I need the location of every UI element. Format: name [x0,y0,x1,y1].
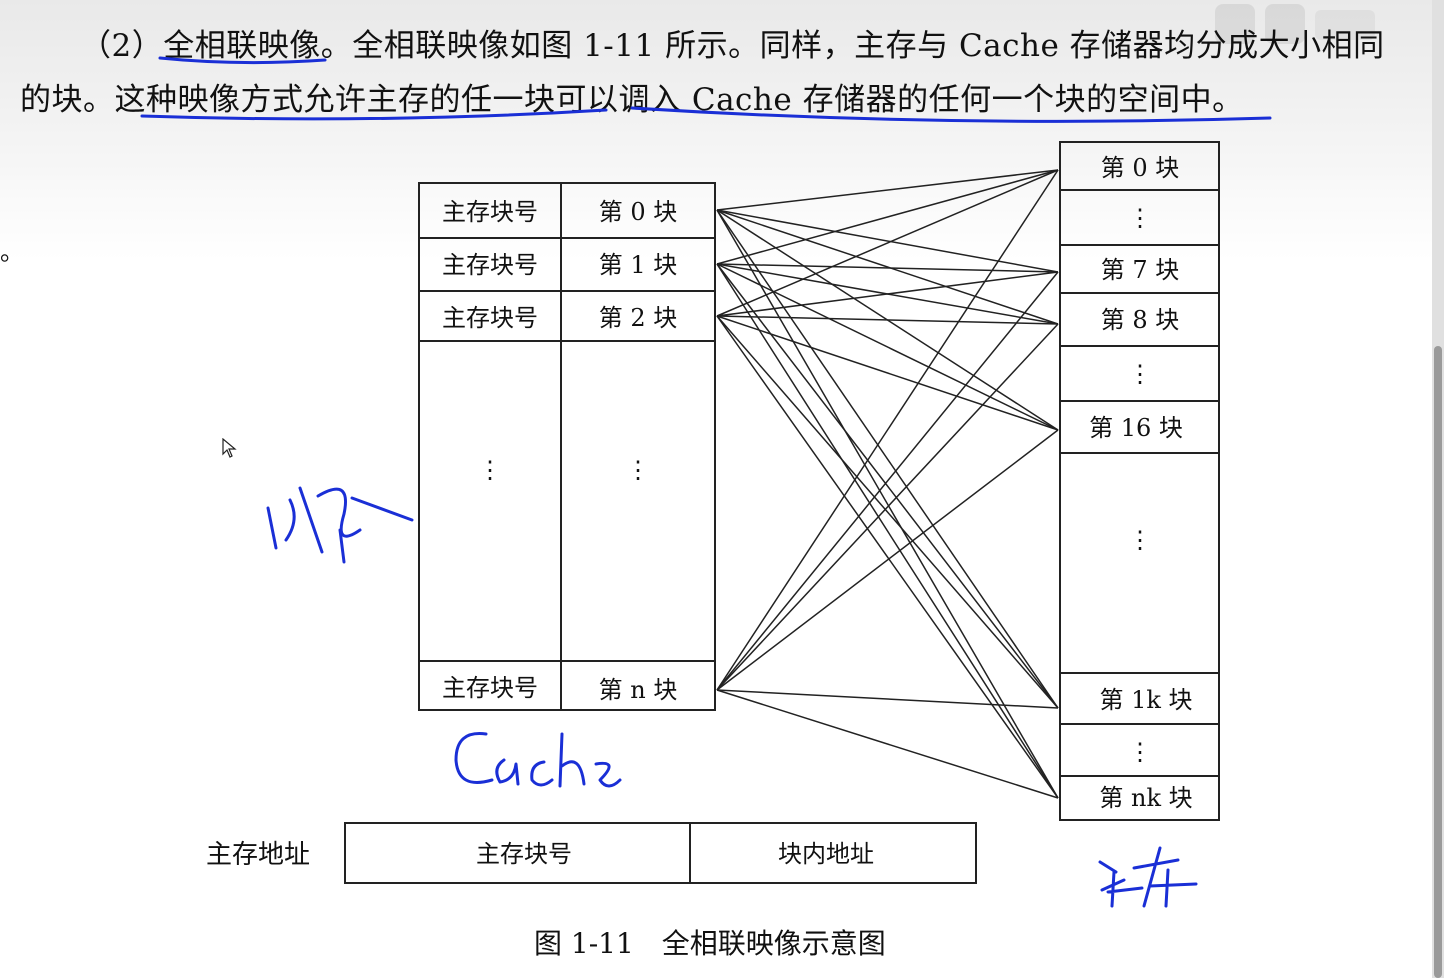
ink-underline-term [158,56,327,65]
mm-block-1k: 第 1k 块 [1099,686,1192,714]
ink-annotations [140,56,1272,908]
address-field-block-number: 主存块号 [476,840,572,868]
cache-table-text: 主存块号 第 0 块 主存块号 第 1 块 主存块号 第 2 块 ⋮ ⋮ 主存块… [442,198,677,704]
vertical-scrollbar[interactable] [1432,0,1444,978]
mapping-line [716,315,1059,799]
ink-word-cache [454,732,622,788]
mm-ellipsis-4: ⋮ [1128,738,1152,766]
main-memory-border [1059,141,1220,821]
address-format-label: 主存地址 [206,840,311,870]
mapping-line [716,315,1059,709]
main-memory-column [1059,141,1220,821]
mouse-cursor-icon [222,438,237,458]
cache-row-0-tag: 主存块号 [442,198,538,226]
mm-block-nk: 第 nk 块 [1099,784,1192,812]
cache-row-1-block: 第 1 块 [599,251,678,279]
cache-row-2-block: 第 2 块 [599,304,678,332]
mm-block-16: 第 16 块 [1089,414,1183,442]
mapping-line [716,689,1059,799]
margin-mark: 。 [0,238,24,266]
mapping-line [716,323,1059,691]
cache-row-0-block: 第 0 块 [599,198,678,226]
mapping-line [716,429,1059,691]
watermark-logo [1215,4,1375,44]
mapping-line [716,263,1059,273]
mm-block-0: 第 0 块 [1101,154,1180,182]
cache-row-n-block: 第 n 块 [599,676,678,704]
address-format-box [344,822,977,884]
mapping-line [716,689,1059,709]
mm-ellipsis-3: ⋮ [1128,526,1152,554]
ink-scribble-mapping [266,486,414,564]
cache-table [418,182,716,711]
ink-underline-1 [140,108,608,121]
mapping-line [716,169,1059,317]
mapping-line [716,209,1059,325]
item-number: （2） [80,28,164,64]
mapping-line [716,263,1059,799]
cache-row-2-tag: 主存块号 [442,304,538,332]
paragraph-line-2-start: 的块。 [20,82,115,118]
mapping-line [716,169,1059,265]
scrollbar-thumb[interactable] [1434,346,1442,978]
mm-block-7: 第 7 块 [1101,256,1180,284]
mapping-line [716,169,1059,211]
mapping-line [716,271,1059,317]
mm-ellipsis-1: ⋮ [1128,204,1152,232]
mapping-line [716,315,1059,325]
mapping-line [716,209,1059,799]
main-memory-text: 第 0 块 ⋮ 第 7 块 第 8 块 ⋮ 第 16 块 ⋮ 第 1k 块 ⋮ … [1089,154,1193,812]
cache-row-n-tag: 主存块号 [442,674,538,702]
mapping-lines [716,169,1059,799]
mm-block-8: 第 8 块 [1101,306,1180,334]
mapping-line [716,315,1059,431]
mapping-line [716,209,1059,273]
address-field-offset: 块内地址 [778,840,874,868]
mapping-line [716,271,1059,691]
cache-row-ellipsis-block: ⋮ [626,456,650,484]
paragraph-line-2-underlined: 这种映像方式允许主存的任一块可以调入 Cache 存储器的任何一个块的空间中 [114,82,1213,118]
figure-caption: 图 1-11 全相联映像示意图 [534,927,886,960]
mm-ellipsis-2: ⋮ [1128,360,1152,388]
ink-underline-2 [630,106,1272,123]
cache-row-ellipsis-tag: ⋮ [478,456,502,484]
mapping-line [716,209,1059,709]
cache-row-1-tag: 主存块号 [442,251,538,279]
paragraph-line-1: （2）全相联映像。全相联映像如图 1-11 所示。同样，主存与 Cache 存储… [80,20,1385,65]
cache-table-border [418,182,716,711]
ink-word-main-memory [1098,846,1198,908]
paragraph-line-1-rest: 。全相联映像如图 1-11 所示。同样，主存与 Cache 存储器均分成大小相同 [320,28,1385,64]
paragraph-line-2: 的块。这种映像方式允许主存的任一块可以调入 Cache 存储器的任何一个块的空间… [20,74,1244,119]
term-full-associative: 全相联映像 [163,28,321,64]
mapping-line [716,263,1059,431]
mapping-line [716,263,1059,709]
address-format-border [344,822,977,884]
mapping-line [716,169,1059,691]
paragraph-line-2-end: 。 [1212,82,1244,118]
